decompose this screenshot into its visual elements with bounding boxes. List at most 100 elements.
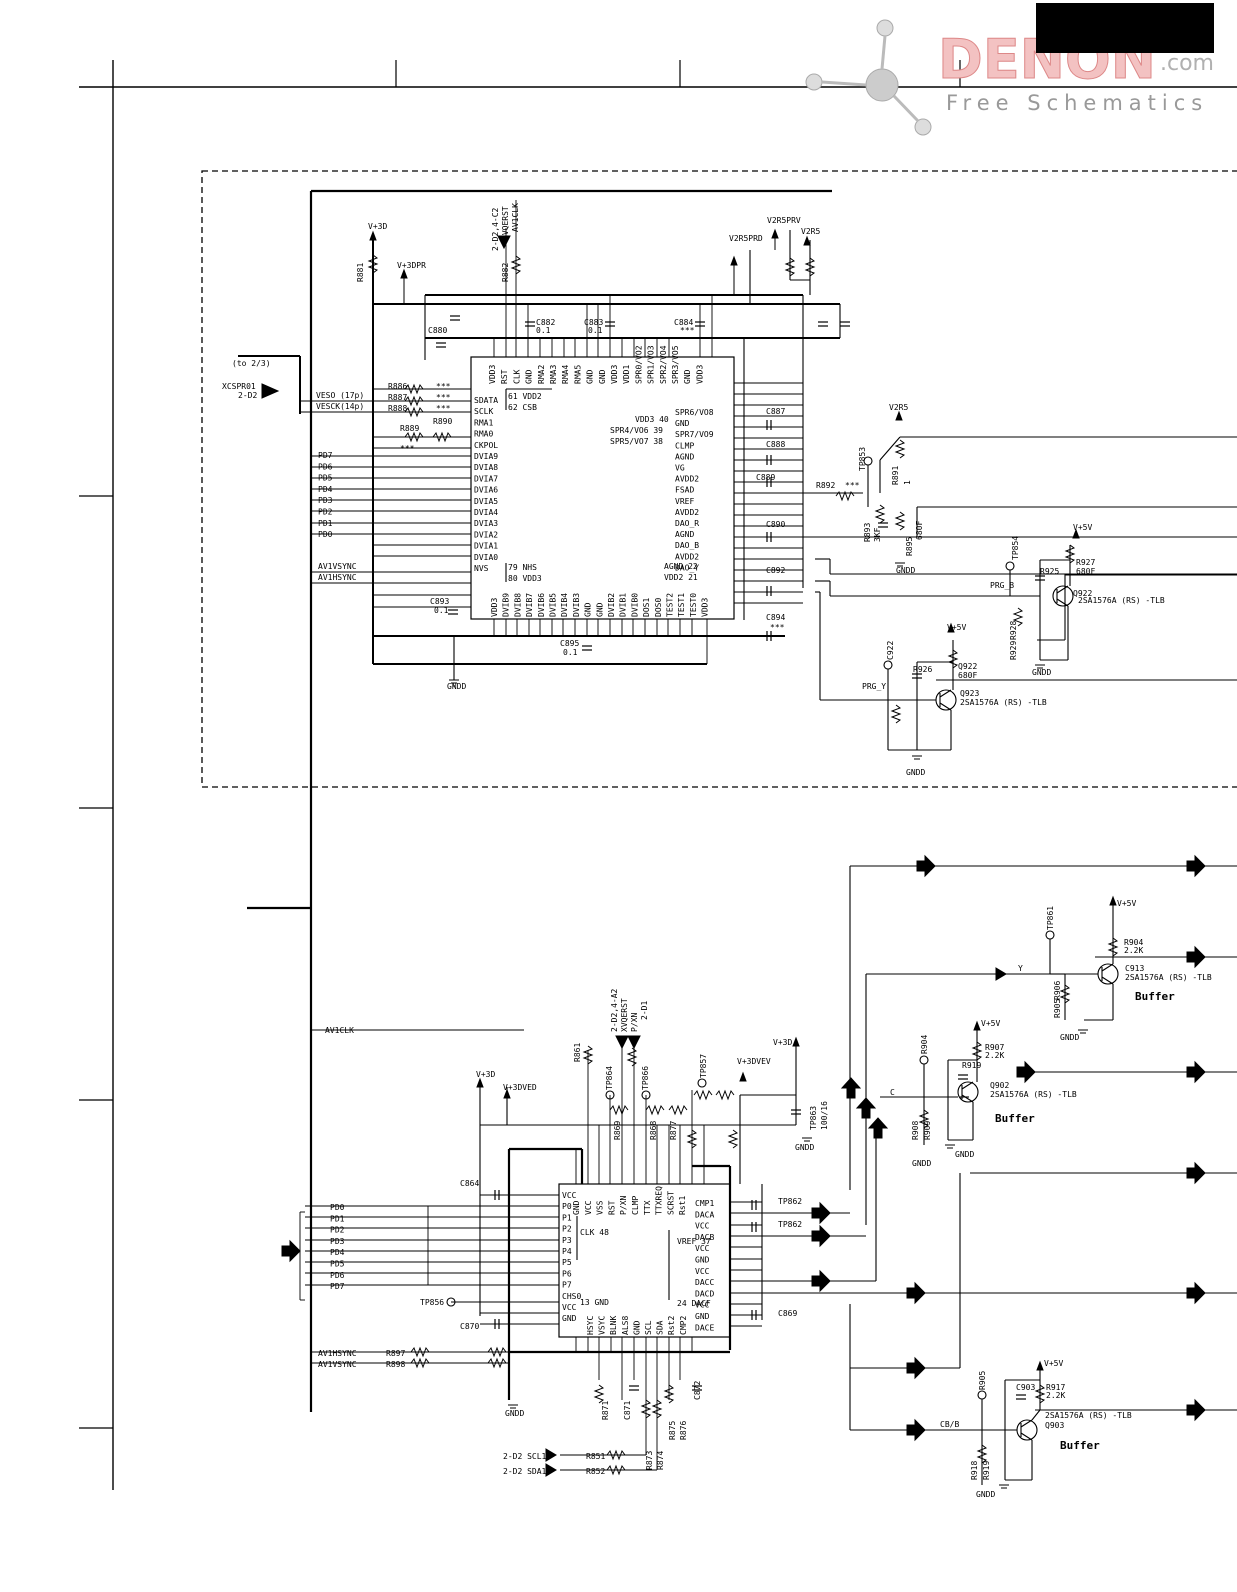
q923-ref: Q923 — [960, 689, 979, 698]
ic-pin-label: DVIB6 — [537, 593, 546, 617]
ic-pin-label: SPR2/VO4 — [659, 345, 668, 384]
sda-label: 2-D2 SDA1 — [503, 1467, 547, 1476]
c871-label: C871 — [623, 1401, 632, 1420]
c893-label: C893 — [430, 597, 449, 606]
ic-pin-label: RMA3 — [549, 365, 558, 384]
ic-pin-label: GND — [562, 1314, 577, 1323]
r919-label: R919 — [982, 1461, 991, 1480]
c894-label: C894 — [766, 613, 785, 622]
ic-pin-label: VDD3 — [490, 598, 499, 617]
ic-extra-label: SPR5/VO7 38 — [610, 437, 663, 446]
r907-label: R907 — [985, 1043, 1004, 1052]
tp852-label: TP853 — [858, 447, 867, 471]
ic-pin-label: DVIB2 — [607, 593, 616, 617]
ground-icon — [895, 562, 905, 567]
r893-label: R893 — [863, 523, 872, 542]
ic-pin-label: RMA2 — [537, 365, 546, 384]
c903-label: R919 — [962, 1061, 981, 1070]
ic-pin-label: VDD3 — [488, 365, 497, 384]
pd-pin-label: PD4 — [330, 1248, 345, 1257]
ic-pin-label: VCC — [584, 1200, 593, 1215]
power-v3d: V+3D — [368, 222, 387, 231]
tp861-label: R905 — [978, 1371, 987, 1390]
ground-label: GNDD — [955, 1150, 974, 1159]
q913-ref: Q903 — [1045, 1421, 1064, 1430]
ic-pin-label: VCC — [695, 1267, 710, 1276]
transistor-q922 — [1052, 585, 1074, 607]
prg-y-label: PRG_Y — [862, 682, 886, 691]
signal-arrow-icon — [811, 1224, 831, 1248]
ic-pin-label: GND — [695, 1312, 710, 1321]
c889-label: C889 — [756, 473, 775, 482]
upper-capacitors — [436, 315, 1045, 679]
r851-label: R851 — [586, 1452, 605, 1461]
tp864-label: TP856 — [420, 1298, 444, 1307]
lower-circuit — [299, 865, 1237, 1485]
value-stars: *** — [845, 481, 860, 490]
module-boundary — [201, 170, 1237, 788]
c890-label: C890 — [766, 520, 785, 529]
q903-part: 2SA1576A (RS) -TLB — [990, 1090, 1077, 1099]
ic-pin-label: AVDD2 — [675, 552, 699, 561]
ic-extra-label: AGND 22 — [664, 562, 698, 571]
ic-pin-label: DVIB8 — [513, 593, 522, 617]
pd-pin-label: PD6 — [330, 1271, 345, 1280]
ic-pin-label: AGND — [675, 530, 694, 539]
ground-label: GNDD — [447, 682, 466, 691]
power-v2r5prd: V2R5PRD — [729, 234, 763, 243]
ic-pin-label: VSS — [596, 1200, 605, 1215]
ic-pin-label: SPR3/VO5 — [671, 345, 680, 384]
ic-pin-label: DAO_R — [675, 519, 699, 528]
signal-arrow-icon — [1186, 1398, 1206, 1422]
test-point-tp856 — [1045, 930, 1055, 940]
r869-label: R869 — [613, 1121, 622, 1140]
ic-pin-label: CLMP — [675, 441, 694, 450]
tp854-label: C922 — [886, 641, 895, 660]
ref-2d1: 2-D1 — [640, 1001, 649, 1020]
power-v2r5prv: V2R5PRV — [767, 216, 801, 225]
ground-icon — [802, 1137, 812, 1142]
ic-extra-label: SPR4/VO6 39 — [610, 426, 663, 435]
transistor-q903 — [957, 1081, 979, 1103]
watermark-tagline: Free Schematics — [946, 91, 1208, 115]
signal-arrow-icon — [1186, 854, 1206, 878]
signal-arrow-icon — [1186, 1281, 1206, 1305]
scl-label: 2-D2 SCL1 — [503, 1452, 547, 1461]
value-3kf: 1 — [903, 480, 912, 485]
r917-label: R917 — [1046, 1383, 1065, 1392]
q913-part: 2SA1576A (RS) -TLB — [1045, 1411, 1132, 1420]
ic-pin-label: DVIA5 — [474, 497, 498, 506]
up-arrow-icon — [855, 1097, 877, 1119]
ic-pin-label: RMA5 — [573, 365, 582, 384]
signal-arrow-icon — [906, 1281, 926, 1305]
r881-label: R881 — [356, 263, 365, 282]
input-arrow-icon — [261, 383, 280, 399]
ic-pin-label: CMP1 — [695, 1199, 714, 1208]
r924-label: R927 — [1076, 558, 1095, 567]
c866-label: TP862 — [778, 1197, 802, 1206]
frame — [79, 60, 1237, 1490]
c874-label: C864 — [460, 1179, 479, 1188]
tp853-label: TP854 — [1011, 536, 1020, 560]
ic-pin-label: SDA — [656, 1320, 665, 1335]
ic-pin-label: AVDD2 — [675, 508, 699, 517]
ic-pin-label: DVIA0 — [474, 553, 498, 562]
r906-label: R906 — [1053, 981, 1062, 1000]
c872-label: C872 — [693, 1381, 702, 1400]
r892-label: R892 — [816, 481, 835, 490]
c884-label: C884 — [674, 318, 693, 327]
value-680f: 3KF — [873, 527, 882, 542]
lower-rotated-labels: R861 2-D2,4-A2 XVQERST P/XN 2-D1 TP864 T… — [573, 906, 1062, 1480]
r875-label: R875 — [668, 1421, 677, 1440]
r891-label: R891 — [891, 466, 900, 485]
ic-pin-label: SPR6/VO8 — [675, 408, 714, 417]
lower-ic-right-labels: CMP1DACAVCCDACBVCCGNDVCCDACCDACDVCCGNDDA… — [695, 1199, 714, 1332]
pd-pin-label: PD5 — [330, 1260, 345, 1269]
r918-label: R918 — [970, 1461, 979, 1480]
value-stars: *** — [436, 404, 451, 413]
signal-arrow-icon — [1186, 945, 1206, 969]
